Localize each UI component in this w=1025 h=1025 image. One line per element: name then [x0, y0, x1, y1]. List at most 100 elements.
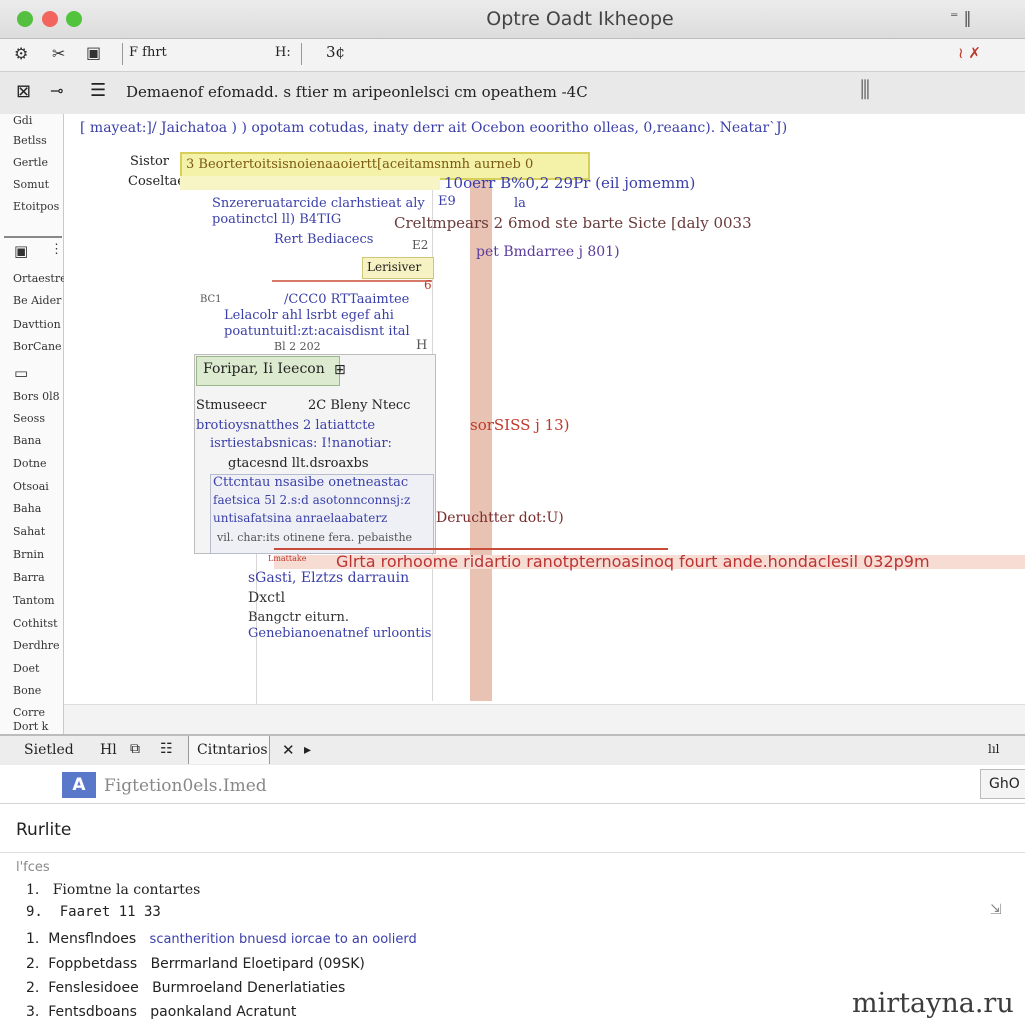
sidebar-item[interactable]: Brnin [13, 548, 45, 561]
list-item-name: Fiomtne la contartes [52, 882, 201, 898]
sidebar-item[interactable]: Bors 0l8 [13, 390, 60, 403]
sidebar-item[interactable]: Somut [13, 178, 50, 191]
zoom-window-button[interactable] [17, 11, 33, 27]
close-tab-icon[interactable]: ≀ ✗ [958, 44, 981, 62]
sidebar-item[interactable]: Tantom [13, 594, 55, 607]
sidebar-item[interactable]: Davttion [13, 318, 61, 331]
list-item[interactable]: 2. Fenslesidoee Burmroeland Denerlatiati… [26, 980, 345, 996]
code-line: Genebianoenatnef urloontis [248, 626, 432, 641]
code-line: Rert Bediacecs [274, 232, 374, 247]
resize-icon[interactable]: ⇲ [990, 902, 1002, 918]
window-controls-icon[interactable]: ⁼ ‖ [950, 8, 972, 27]
panel-subtitle: l'fces [16, 860, 50, 875]
minimize-window-button[interactable] [66, 11, 82, 27]
list-icon[interactable]: ☷ [160, 741, 173, 757]
sidebar-item[interactable]: Gertle [13, 156, 49, 169]
sidebar-item[interactable]: Dort k [13, 720, 49, 733]
file-field-label: F fhrt [129, 45, 167, 60]
code-line: Bl 2 202 [274, 340, 321, 353]
sidebar-item[interactable]: Betlss [13, 134, 47, 147]
panel-menu-icon[interactable]: lıl [988, 742, 1000, 756]
watermark: mirtayna.ru [852, 988, 1014, 1019]
toggle-icon[interactable]: ⋮ [50, 242, 63, 257]
list-item[interactable]: 3. Fentsdboans paonkaland Acratunt [26, 1004, 296, 1020]
group-header[interactable]: Foripar, Ii Ieecon [196, 356, 340, 386]
sidebar-item[interactable]: Be Aider [13, 294, 62, 307]
marker-label: E2 [412, 238, 429, 252]
sidebar-item[interactable]: Corre [13, 706, 46, 719]
sidebar-item[interactable]: Etoitpos [13, 200, 60, 213]
app-logo-icon: A [62, 772, 96, 798]
code-line: Dxctl [248, 590, 286, 606]
sidebar-item[interactable]: Dotne [13, 457, 47, 470]
sidebar-item[interactable]: Bone [13, 684, 42, 697]
arrow-icon[interactable]: ⊸ [50, 81, 64, 100]
sidebar-item[interactable]: Derdhre [13, 639, 60, 652]
close-window-button[interactable] [42, 11, 58, 27]
list-item[interactable]: 1. Mensflndoes scantherition bnuesd iorc… [26, 931, 417, 947]
sidebar-item[interactable]: Baha [13, 502, 42, 515]
tab-hl[interactable]: Hl [100, 742, 117, 758]
main-toolbar: ⚙ ✂ ▣ F fhrt H: 3¢ ≀ ✗ [0, 39, 1025, 72]
tab-settled[interactable]: Sietled [24, 742, 74, 758]
toolbar-path-text: Demaenof efomadd. s ftier m aripeonlelsc… [126, 83, 588, 101]
close-square-icon[interactable]: ⊠ [16, 81, 32, 102]
list-icon[interactable]: ☰ [90, 80, 107, 101]
bookmark-icon[interactable]: ⧉ [130, 741, 140, 757]
split-icon[interactable]: ⫼ [860, 78, 871, 103]
list-item-number: 9. [26, 904, 43, 920]
marker-label: E9 [438, 194, 456, 209]
code-line: pet Bmdarree j 801) [476, 244, 620, 260]
editor-canvas[interactable]: [ mayeat:]/ Jaichatoa ) ) opotam cotudas… [64, 114, 1025, 735]
folder-icon[interactable]: ▣ [14, 242, 29, 260]
code-line: sGasti, Elztzs darrauin [248, 570, 410, 586]
box-icon[interactable]: ▭ [14, 364, 29, 382]
code-line: sorSISS j 13) [470, 416, 570, 434]
sidebar-item[interactable]: Gdi [13, 114, 33, 127]
sidebar-item[interactable]: Otsoai [13, 480, 49, 493]
details-box[interactable]: Cttcntau nsasibe onetneastac faetsica 5l… [210, 474, 434, 554]
gear-icon[interactable]: ⚙ [14, 44, 29, 63]
list-item-name: Fenslesidoee [48, 980, 139, 996]
left-label: Sistor [130, 154, 169, 169]
sidebar-item[interactable]: Cothitst [13, 617, 58, 630]
file-field[interactable]: F fhrt H: [122, 43, 302, 65]
chevron-right-icon[interactable]: ▸ [304, 742, 312, 758]
code-line: Cttcntau nsasibe onetneastac [213, 475, 409, 490]
results-panel: Rurlite l'fces 1. Fiomtne la contartes 9… [0, 804, 1025, 1025]
code-line: Lmattake [268, 554, 307, 563]
go-button[interactable]: GhO [980, 769, 1025, 799]
list-item-name: Foppbetdass [48, 956, 138, 972]
list-item-name: Mensflndoes [48, 931, 137, 947]
tab-contents[interactable]: Citntarios [188, 736, 270, 764]
tab-contents-label: Citntarios [197, 742, 268, 758]
list-item-number: 1. [26, 931, 40, 947]
expand-icon[interactable]: ⊞ [334, 362, 346, 378]
code-line: poatuntuitl:zt:acaisdisnt ital [224, 324, 410, 339]
sidebar-item[interactable]: Sahat [13, 525, 46, 538]
marker-label: la [514, 196, 526, 211]
highlight-box-shadow [180, 176, 440, 190]
list-item[interactable]: 1. Fiomtne la contartes [26, 882, 200, 898]
sidebar-item[interactable]: Barra [13, 571, 45, 584]
code-line: 2C Bleny Ntecc [308, 398, 411, 413]
list-item[interactable]: 2. Foppbetdass Berrmarland Eloetipard (0… [26, 956, 365, 972]
sidebar-item[interactable]: Ortaestre [13, 272, 67, 285]
sidebar-item[interactable]: Seoss [13, 412, 45, 425]
file-field-suffix: H: [275, 45, 291, 60]
list-item[interactable]: 9. Faaret 11 33 [26, 904, 161, 920]
sidebar-item[interactable]: Doet [13, 662, 40, 675]
counter-label: 3¢ [326, 43, 346, 61]
close-icon[interactable]: ✕ [282, 741, 295, 759]
tag-box[interactable]: Lerisiver [362, 257, 434, 279]
highlight-row [274, 555, 1025, 569]
sidebar-item[interactable]: Bana [13, 434, 42, 447]
code-line: Snzereruatarcide clarhstieat aly [212, 196, 425, 211]
code-line: Deruchtter dot:U) [436, 510, 564, 526]
save-icon[interactable]: ▣ [86, 43, 102, 62]
secondary-toolbar: ⊠ ⊸ ☰ Demaenof efomadd. s ftier m aripeo… [0, 72, 1025, 115]
code-line: Creltmpears 2 6mod ste barte Sicte [daly… [394, 214, 752, 232]
cursor-icon[interactable]: ✂ [52, 44, 66, 63]
search-input[interactable]: Figtetion0els.Imed [104, 776, 267, 796]
sidebar-item[interactable]: BorCane [13, 340, 62, 353]
